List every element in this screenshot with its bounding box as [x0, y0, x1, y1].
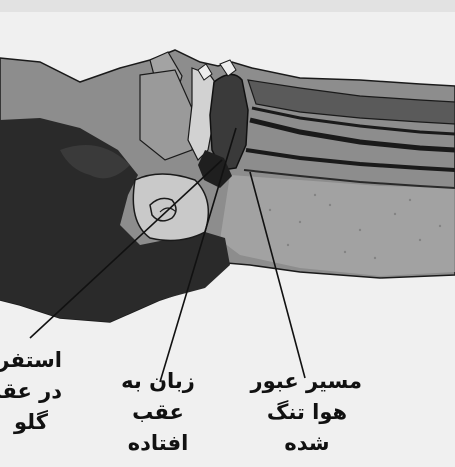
label-airway-line-3: شده [252, 428, 362, 459]
label-vomit-back-of-throat: استفراغ در عقب گلو [0, 345, 62, 438]
label-vomit-line-3: گلو [0, 407, 62, 438]
label-tongue-line-1: زبان به [112, 366, 204, 397]
label-airway-line-2: هوا تنگ [252, 397, 362, 428]
label-vomit-line-2: در عقب [0, 376, 62, 407]
label-airway-line-1: مسیر عبور [252, 366, 362, 397]
label-vomit-line-1: استفراغ [0, 345, 62, 376]
label-narrowed-airway: مسیر عبور هوا تنگ شده [252, 366, 362, 459]
label-tongue-line-3: افتاده [112, 428, 204, 459]
label-tongue-fallen-back: زبان به عقب افتاده [112, 366, 204, 459]
label-tongue-line-2: عقب [112, 397, 204, 428]
